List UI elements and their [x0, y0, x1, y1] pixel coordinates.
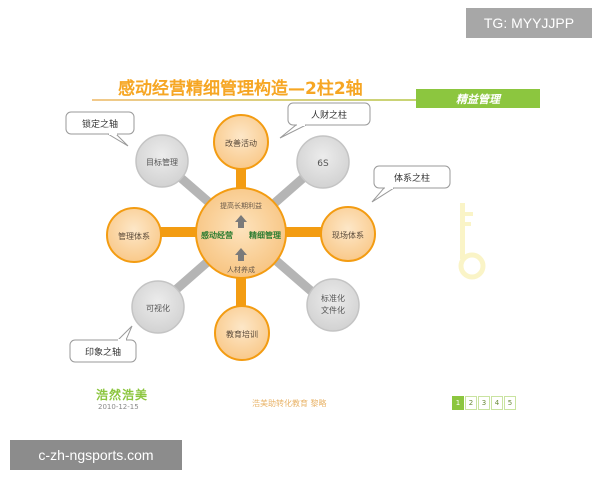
center-middle-b: 精细管理	[249, 230, 281, 240]
node-bottom-left-label: 可视化	[146, 303, 170, 313]
section-tag: 精益管理	[416, 89, 540, 108]
node-right-label: 现场体系	[332, 230, 364, 240]
center-middle-a: 感动经营	[201, 230, 233, 240]
node-right: 现场体系	[320, 206, 376, 262]
node-left-label: 管理体系	[118, 231, 150, 241]
watermark-banner: c-zh-ngsports.com	[10, 440, 182, 470]
node-bottom-label: 教育培训	[226, 329, 258, 339]
callout-system-pillar: 体系之柱	[371, 165, 451, 203]
callout-lock-axis-label: 锁定之轴	[82, 118, 118, 130]
node-bottom: 教育培训	[214, 305, 270, 361]
page-button-3[interactable]: 3	[478, 396, 490, 410]
footer-logo: 浩然浩美	[96, 388, 149, 402]
center-hub: 提高长期利益 感动经营 精细管理 人材养成	[195, 187, 287, 279]
pagination: 1 2 3 4 5	[452, 396, 516, 410]
title-underline	[92, 99, 538, 101]
key-icon	[458, 203, 486, 280]
node-top-right: 6S	[296, 135, 350, 189]
center-bottom-label: 人材养成	[227, 265, 255, 274]
node-bottom-right-label-1: 标准化	[321, 293, 345, 303]
callout-people-pillar-label: 人财之柱	[311, 109, 347, 121]
node-top-left: 目标管理	[135, 134, 189, 188]
node-bottom-right-label-2: 文件化	[321, 305, 345, 315]
node-top-right-label: 6S	[317, 159, 329, 169]
callout-image-axis-label: 印象之轴	[85, 346, 121, 358]
footer-date: 2010-12-15	[98, 403, 139, 411]
callout-system-pillar-label: 体系之柱	[394, 172, 430, 184]
footer-center-text: 浩美助转化教育 黎略	[252, 399, 327, 408]
node-top: 改善活动	[213, 114, 269, 170]
page-button-4[interactable]: 4	[491, 396, 503, 410]
up-arrow-icon	[235, 248, 247, 261]
node-bottom-right: 标准化 文件化	[306, 278, 360, 332]
callout-people-pillar: 人财之柱	[279, 102, 371, 139]
telegram-badge: TG: MYYJJPP	[466, 8, 592, 38]
page-title: 感动经营精细管理构造—2柱2轴	[118, 79, 363, 99]
page-button-1[interactable]: 1	[452, 396, 464, 410]
node-bottom-left: 可视化	[131, 280, 185, 334]
node-top-label: 改善活动	[225, 138, 257, 148]
page-button-2[interactable]: 2	[465, 396, 477, 410]
page-button-5[interactable]: 5	[504, 396, 516, 410]
callout-lock-axis: 锁定之轴	[65, 111, 135, 147]
up-arrow-icon	[235, 215, 247, 228]
node-top-left-label: 目标管理	[146, 157, 178, 167]
center-top-label: 提高长期利益	[220, 201, 262, 210]
callout-image-axis: 印象之轴	[69, 325, 137, 363]
node-left: 管理体系	[106, 207, 162, 263]
